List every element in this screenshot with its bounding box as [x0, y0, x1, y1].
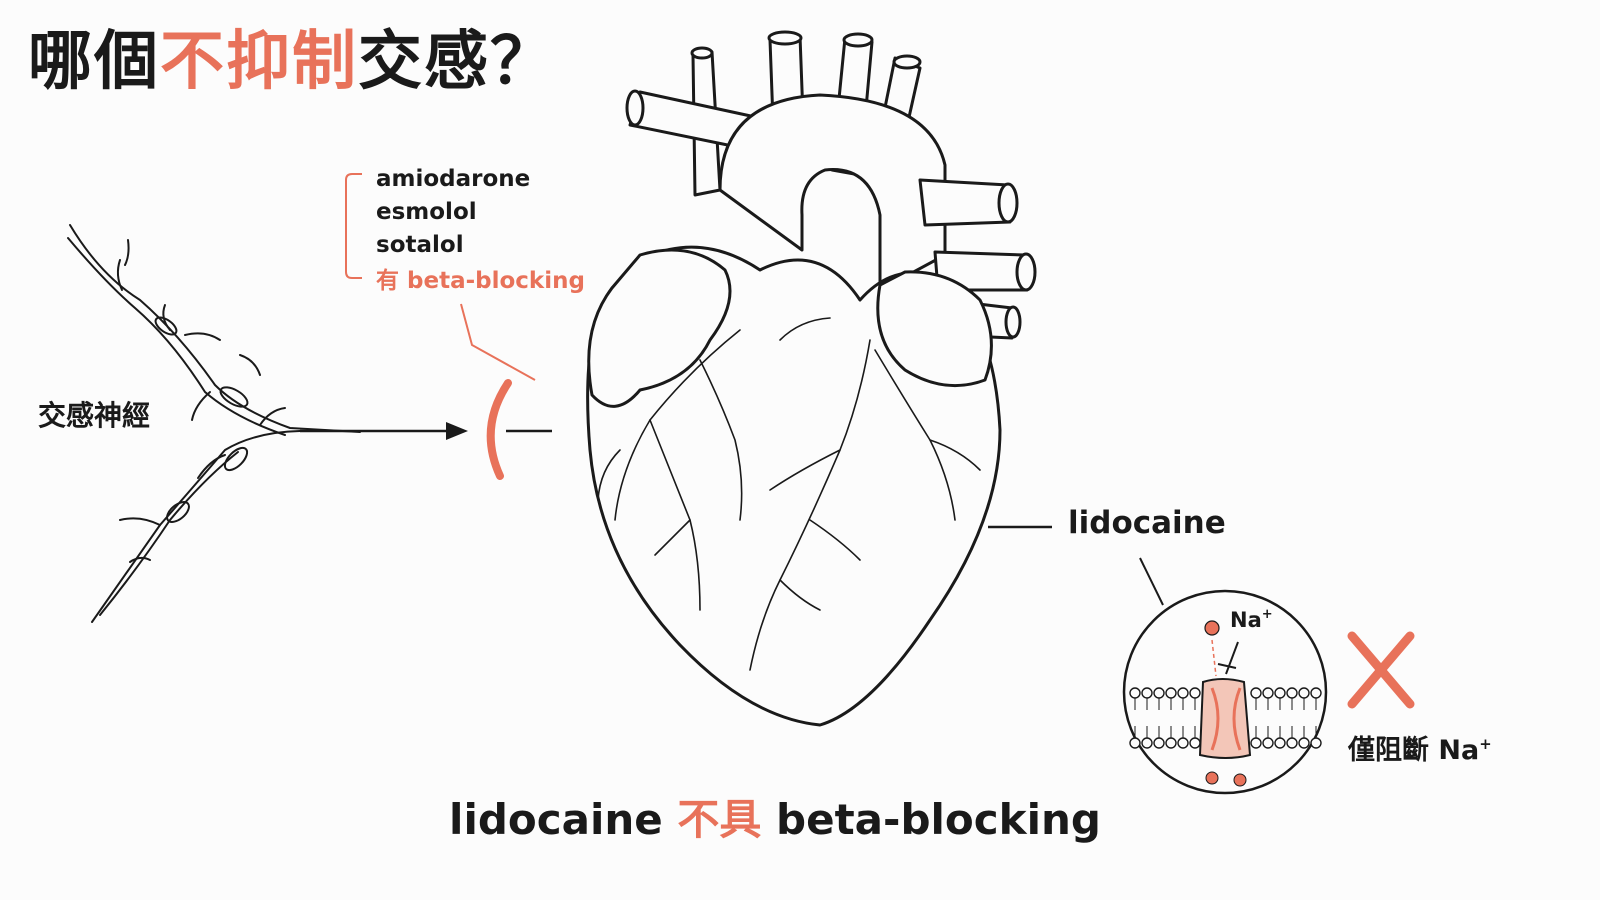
sodium-ion-bottom-1: [1205, 771, 1219, 785]
sodium-label: Na+: [1230, 607, 1273, 632]
coronary-vessels: [597, 317, 981, 671]
page-title: 哪個不抑制交感？: [28, 25, 556, 99]
drug-item: esmolol: [376, 199, 477, 225]
inset-leader: [1139, 557, 1164, 606]
drug-item: sotalol: [376, 232, 464, 258]
sympathetic-nerve-label: 交感神經: [38, 399, 151, 432]
receptor-arc: [486, 379, 512, 480]
cross-mark-icon: [1347, 631, 1415, 709]
sodium-channel: [1198, 678, 1252, 759]
drug-list: amiodarone esmolol sotalol 有 beta-blocki…: [376, 163, 585, 298]
drug-bracket: [345, 173, 536, 381]
sodium-ion-bottom-2: [1233, 773, 1247, 787]
arrow: [300, 422, 468, 440]
drug-item: amiodarone: [376, 166, 531, 192]
bottom-caption: lidocaine 不具 beta-blocking: [449, 795, 1101, 844]
sodium-channel-inset: Na+: [1122, 589, 1328, 795]
sympathetic-nerve: [67, 224, 361, 623]
only-sodium-label: 僅阻斷 Na+: [1348, 735, 1492, 766]
sodium-ion-top: [1204, 620, 1220, 636]
lidocaine-label: lidocaine: [1068, 505, 1226, 541]
heart-illustration: [586, 30, 1037, 727]
beta-blocking-note: 有 beta-blocking: [376, 268, 585, 294]
